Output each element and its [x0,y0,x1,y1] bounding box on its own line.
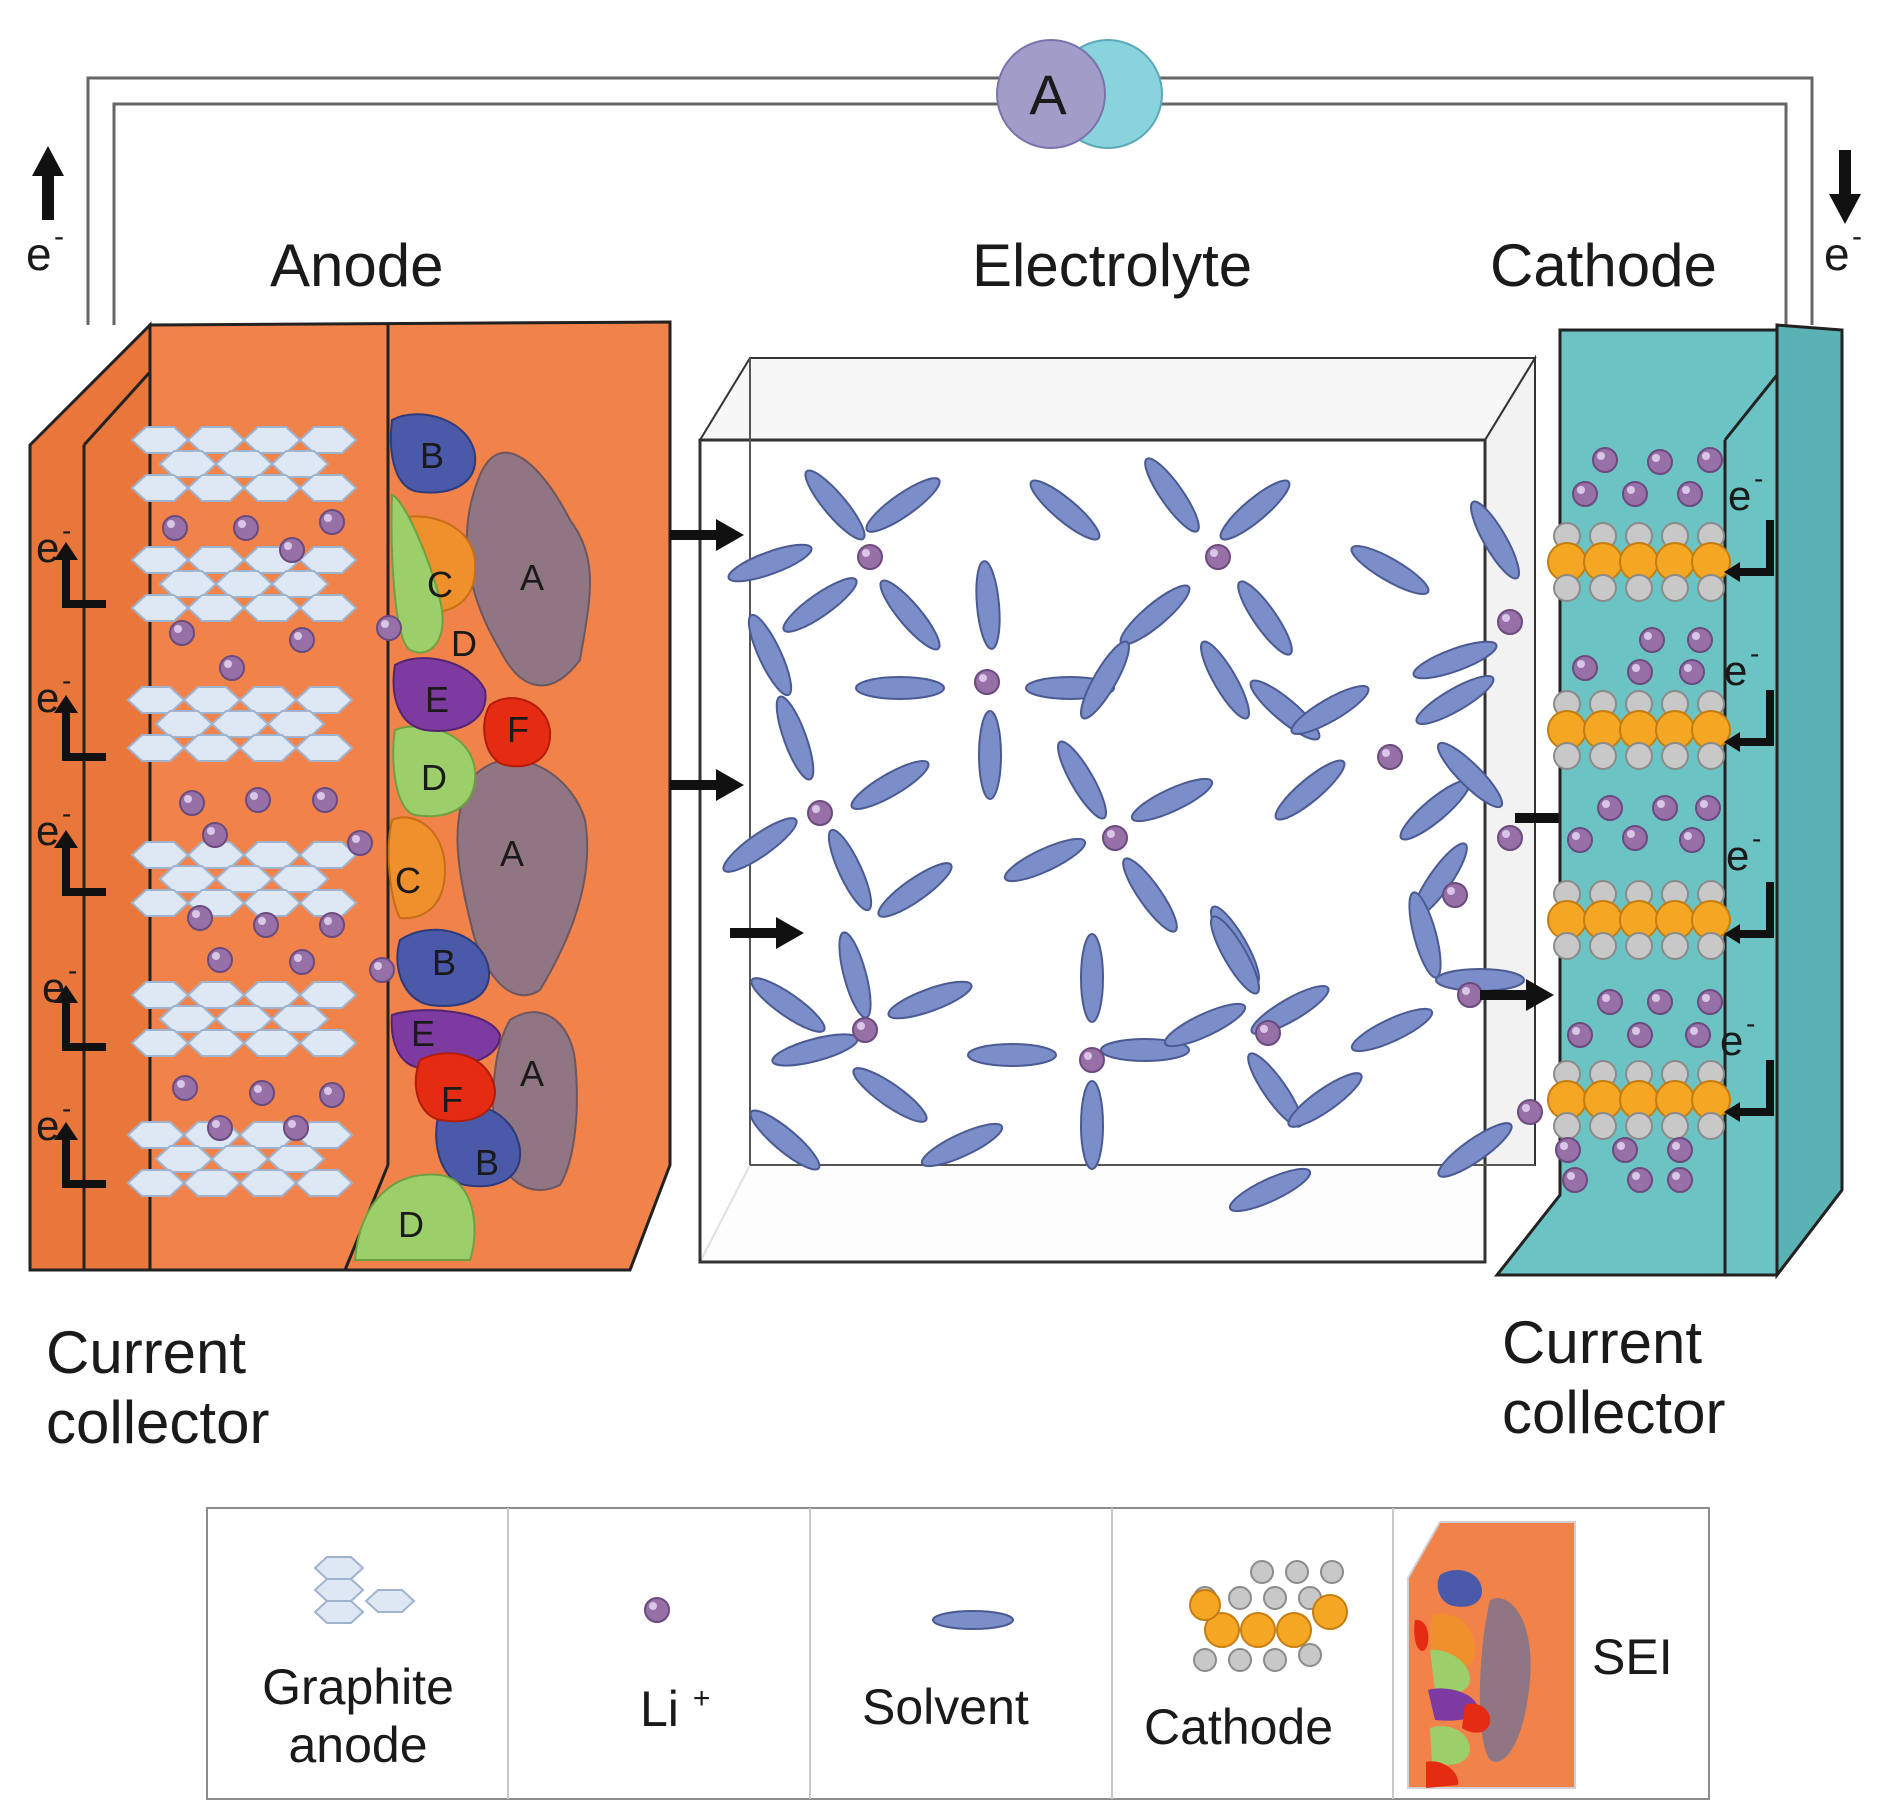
svg-text:-: - [1752,823,1761,854]
external-circuit [86,76,1814,325]
sei-label-a: A [500,833,524,874]
svg-text:-: - [62,1093,71,1124]
svg-text:e: e [36,524,59,571]
anode-current-collector-label: Current collector [46,1319,270,1456]
legend-solvent-label: Solvent [862,1679,1029,1735]
legend-li-charge: + [692,1682,711,1715]
sei-label-f: F [441,1079,463,1120]
svg-text:-: - [1750,638,1759,669]
sei-label-b: B [475,1142,499,1183]
legend-li-symbol-text: Li [640,1681,679,1737]
legend-solvent-symbol [932,1610,1014,1630]
electron-out-arrow [32,146,64,220]
ammeter-label: A [1029,63,1067,126]
sei-label-e: E [425,679,449,720]
svg-text:-: - [62,798,71,829]
anode-label: Anode [270,232,444,299]
legend-li-symbol [644,1597,670,1623]
legend-graphite-symbol [313,1556,416,1624]
anode-electron-labels: e - e - e - e - e - [36,515,77,1149]
electron-out-charge: - [54,220,64,253]
sei-label-d: D [398,1204,424,1245]
legend-sei-symbol [1407,1521,1576,1789]
sei-label-b: B [420,435,444,476]
svg-text:e: e [1720,1017,1743,1064]
legend-cathode-symbol [1189,1560,1348,1672]
sei-label-d: D [421,757,447,798]
electron-out-symbol: e [26,228,52,280]
electrolyte-label: Electrolyte [972,232,1253,299]
sei-labels: B A C D E F D A C B E A F B D [395,435,544,1245]
sei-label-e: E [411,1013,435,1054]
sei-layer [353,413,591,1261]
svg-text:-: - [1754,463,1763,494]
electron-in-label: e - [1824,220,1862,280]
svg-text:e: e [36,1102,59,1149]
electron-out-label: e - [26,220,64,280]
electron-in-arrow [1829,150,1861,224]
electron-in-charge: - [1852,220,1862,253]
sei-label-b: B [432,942,456,983]
cathode-label: Cathode [1490,232,1717,299]
sei-label-d: D [451,623,477,664]
sei-label-a: A [520,1053,544,1094]
svg-text:e: e [36,807,59,854]
svg-text:e: e [1726,832,1749,879]
sei-label-c: C [395,860,421,901]
cathode-current-collector-label: Current collector [1502,1309,1726,1446]
svg-text:-: - [62,515,71,546]
cathode-electron-labels: e - e - e - e - [1720,463,1763,1064]
sei-label-f: F [507,709,529,750]
sei-label-c: C [427,564,453,605]
sei-label-a: A [520,557,544,598]
svg-text:-: - [1746,1008,1755,1039]
legend-cathode-label: Cathode [1144,1699,1334,1755]
svg-text:-: - [68,955,77,986]
svg-text:e: e [1724,647,1747,694]
ammeter [996,39,1163,149]
legend-li-label: Li + [640,1681,711,1737]
svg-text:-: - [62,665,71,696]
svg-text:e: e [36,674,59,721]
svg-text:e: e [1728,472,1751,519]
legend-sei-label: SEI [1592,1629,1673,1685]
svg-text:e: e [42,964,65,1011]
legend-graphite-label: Graphite anode [262,1659,454,1773]
electron-in-symbol: e [1824,228,1850,280]
